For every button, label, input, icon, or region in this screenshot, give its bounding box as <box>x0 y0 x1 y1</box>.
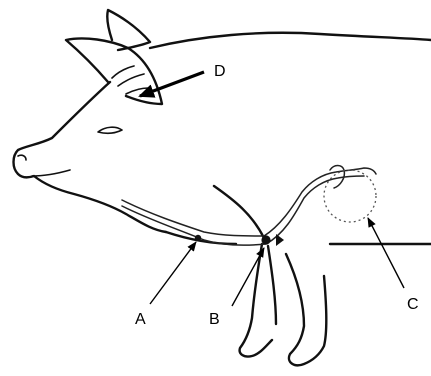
label-a: A <box>135 311 146 328</box>
vessel-pathways <box>122 166 376 247</box>
pointer-arrow-b <box>232 248 264 306</box>
label-d: D <box>214 63 226 80</box>
front-leg-far <box>286 254 326 365</box>
eye <box>98 127 122 133</box>
shoulder-line <box>214 186 264 238</box>
node-b-marker <box>261 235 270 244</box>
ear-fold-2 <box>118 74 144 86</box>
pointer-arrow-a <box>150 242 196 304</box>
node-b-notch <box>276 234 284 246</box>
node-a-marker <box>195 235 201 241</box>
back-line <box>150 33 431 48</box>
front-leg-near <box>240 244 276 357</box>
nostril <box>18 155 26 160</box>
pointer-arrow-d <box>140 72 204 96</box>
label-b: B <box>209 311 220 328</box>
ear-fold-1 <box>112 66 134 78</box>
pointer-arrow-c <box>368 218 404 288</box>
label-c: C <box>407 296 419 313</box>
mouth-line <box>32 170 70 176</box>
region-c-circle <box>324 170 376 222</box>
